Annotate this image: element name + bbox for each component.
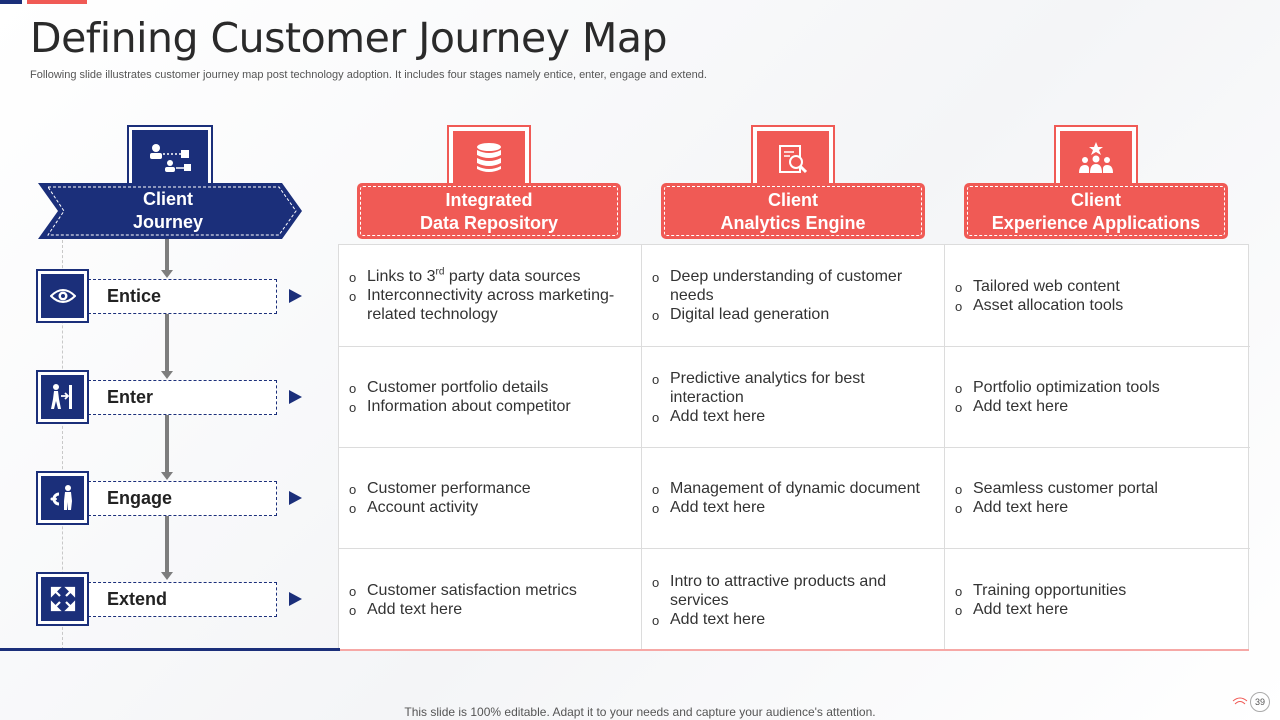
bullet-item: Information about competitor [349,397,571,417]
page-title: Defining Customer Journey Map [30,14,668,62]
column-2-line1: Client [767,190,818,210]
bullet-item: Digital lead generation [652,305,936,325]
person-magnet-icon [50,485,72,510]
brand-mark-icon [1232,697,1248,705]
column-1-header: Integrated Data Repository [357,183,621,239]
column-2-header: Client Analytics Engine [661,183,925,239]
column-3-line2: Experience Applications [991,213,1201,233]
column-1-line1: Integrated [445,190,533,210]
journey-grid: Links to 3rd party data sources Intercon… [338,244,1250,651]
stage-arrow-icon [289,289,302,303]
connector-line [165,516,169,572]
expand-arrows-icon [50,586,75,612]
bottom-rule-red [340,649,1249,651]
bullet-item: Deep understanding of customer needs [652,267,936,305]
stage-entice: Entice [88,279,277,314]
bullet-item: Add text here [652,498,920,518]
column-2-line2: Analytics Engine [720,213,866,233]
connector-arrowhead [161,472,173,480]
stage-arrow-icon [289,390,302,404]
bullet-item: Portfolio optimization tools [955,378,1160,398]
stage-guide-line [62,240,63,650]
grid-cell: Customer satisfaction metrics Add text h… [339,549,642,651]
bullet-item: Account activity [349,498,531,518]
page-number: 39 [1250,692,1270,712]
top-accent-navy [0,0,22,4]
bullet-item: Management of dynamic document [652,479,920,499]
bullet-item: Customer satisfaction metrics [349,581,577,601]
stage-entice-icon-box [36,269,89,323]
grid-cell: Training opportunities Add text here [945,549,1250,651]
column-1-icon-box [447,125,531,191]
bullet-item: Links to 3rd party data sources [349,267,633,287]
bullet-item: Tailored web content [955,277,1123,297]
bottom-rule-navy [0,648,340,651]
grid-cell: Intro to attractive products and service… [642,549,945,651]
grid-cell: Links to 3rd party data sources Intercon… [339,245,642,347]
bullet-item: Customer portfolio details [349,378,571,398]
column-3-icon-box [1054,125,1138,191]
grid-cell: Portfolio optimization tools Add text he… [945,347,1250,448]
workflow-icon [150,144,191,172]
person-entering-icon [50,384,72,409]
bullet-item: Customer performance [349,479,531,499]
grid-cell: Management of dynamic document Add text … [642,448,945,549]
client-journey-banner: Client Journey [38,183,302,239]
stage-engage: Engage [88,481,277,516]
stage-extend-icon-box [36,572,89,626]
footer-note: This slide is 100% editable. Adapt it to… [404,705,876,719]
connector-line [165,239,169,270]
connector-arrowhead [161,572,173,580]
grid-cell: Seamless customer portal Add text here [945,448,1250,549]
team-star-icon [1079,142,1113,173]
top-accent-red [27,0,87,4]
client-journey-icon-box [127,125,213,191]
bullet-item: Training opportunities [955,581,1126,601]
bullet-item: Add text here [955,498,1158,518]
column-2-icon-box [751,125,835,191]
stage-arrow-icon [289,491,302,505]
bullet-item: Add text here [955,397,1160,417]
grid-cell: Predictive analytics for best interactio… [642,347,945,448]
bullet-item: Add text here [652,407,936,427]
client-journey-line2: Journey [132,212,204,232]
stage-enter-icon-box [36,370,89,424]
bullet-item: Add text here [349,600,577,620]
client-journey-line1: Client [142,189,193,209]
grid-cell: Customer performance Account activity [339,448,642,549]
bullet-item: Seamless customer portal [955,479,1158,499]
stage-engage-icon-box [36,471,89,525]
bullet-item: Add text here [955,600,1126,620]
bullet-item: Intro to attractive products and service… [652,572,936,610]
bullet-item: Asset allocation tools [955,296,1123,316]
grid-cell: Deep understanding of customer needs Dig… [642,245,945,347]
connector-arrowhead [161,270,173,278]
analytics-report-icon [779,145,808,174]
column-3-line1: Client [1070,190,1121,210]
stage-arrow-icon [289,592,302,606]
column-3-header: Client Experience Applications [964,183,1228,239]
grid-cell: Tailored web content Asset allocation to… [945,245,1250,347]
grid-cell: Customer portfolio details Information a… [339,347,642,448]
connector-line [165,314,169,371]
bullet-item: Predictive analytics for best interactio… [652,369,936,407]
bullet-item: Add text here [652,610,936,630]
stage-enter: Enter [88,380,277,415]
column-1-line2: Data Repository [419,213,559,233]
eye-icon [49,289,76,303]
bullet-item: Interconnectivity across marketing-relat… [349,286,633,324]
database-icon [477,143,501,172]
connector-line [165,415,169,472]
stage-extend: Extend [88,582,277,617]
page-subtitle: Following slide illustrates customer jou… [30,69,707,81]
connector-arrowhead [161,371,173,379]
